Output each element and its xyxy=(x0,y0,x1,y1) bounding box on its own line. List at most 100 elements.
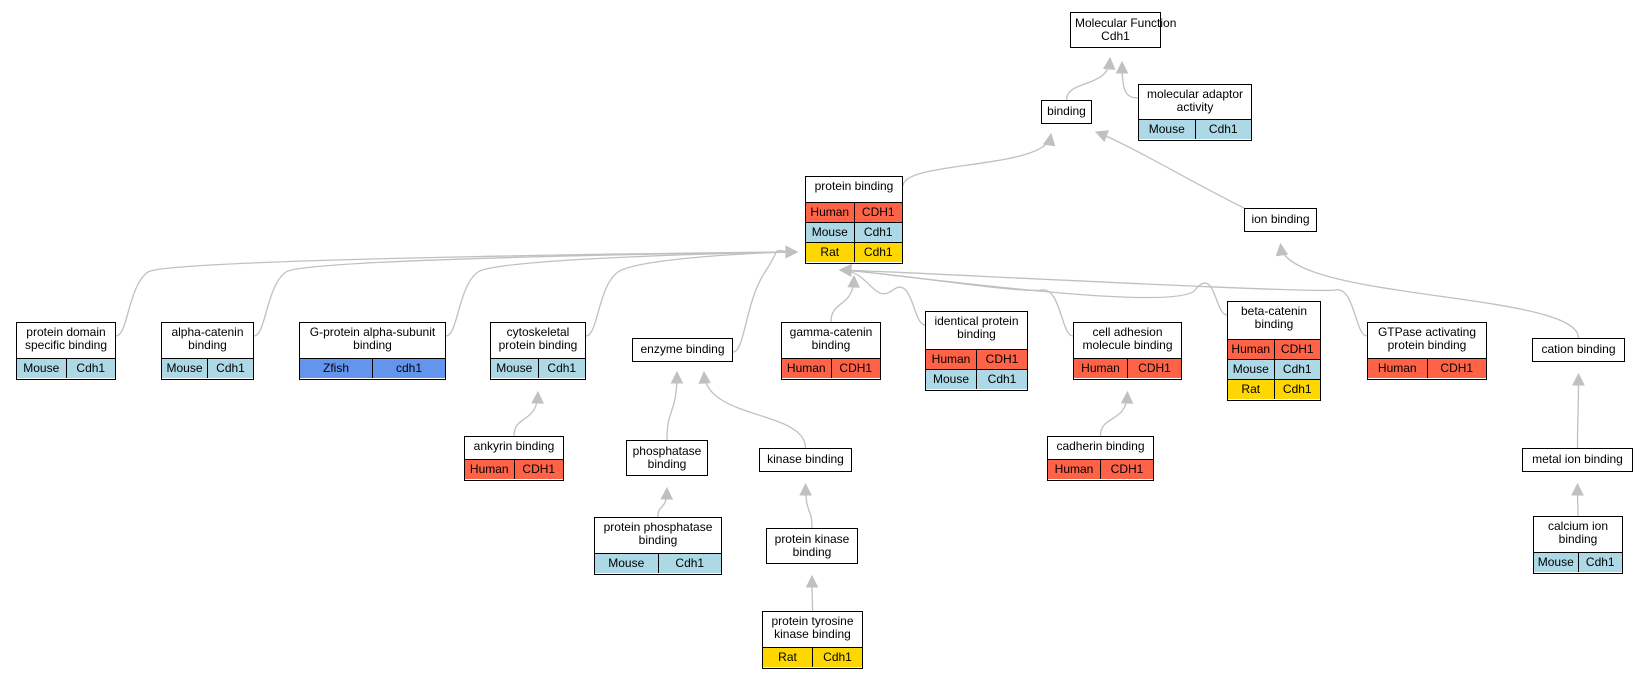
term-title-line: alpha-catenin xyxy=(171,325,244,339)
term-title-line: Molecular Function xyxy=(1075,15,1177,30)
term-title-line: cell adhesion xyxy=(1092,325,1163,339)
edge-gtpase-to-protein-binding xyxy=(839,269,1368,337)
arrowhead xyxy=(698,370,712,384)
gene-cell: cdh1 xyxy=(372,359,445,378)
species-cell: Human xyxy=(1231,342,1271,356)
edge-gprotein-to-protein-binding xyxy=(445,251,798,337)
term-node-metal[interactable]: metal ion binding xyxy=(1522,448,1633,472)
species-cell: Human xyxy=(1054,462,1094,476)
term-title: metal ion binding xyxy=(1523,449,1632,470)
edge-phosphatase-to-enzyme xyxy=(666,371,678,441)
arrowhead xyxy=(1275,242,1289,257)
arrowhead xyxy=(660,486,674,500)
term-node-ion-binding[interactable]: ion binding xyxy=(1244,208,1317,232)
edge-cation-to-ion-binding xyxy=(1279,243,1580,339)
arrowhead xyxy=(1115,60,1129,74)
species-cell: Mouse xyxy=(23,361,60,375)
gene-cell: Cdh1 xyxy=(976,370,1027,389)
arrowhead xyxy=(670,370,684,384)
species-cell: Human xyxy=(1377,361,1417,375)
gene-cell: Cdh1 xyxy=(1194,120,1252,139)
term-node-binding[interactable]: binding xyxy=(1041,100,1092,124)
arrowhead xyxy=(1102,56,1116,70)
arrowhead xyxy=(805,574,819,588)
term-title-line: kinase binding xyxy=(767,452,844,466)
term-title-line: molecule binding xyxy=(1082,338,1173,352)
term-title: binding xyxy=(1042,101,1091,122)
species-gene-row: Human CDH1 xyxy=(1048,459,1153,479)
term-title-line: molecular adaptor xyxy=(1146,87,1244,101)
species-cell: Mouse xyxy=(166,361,203,375)
term-title-line: kinase binding xyxy=(774,627,851,641)
species-cell: Mouse xyxy=(1537,555,1574,569)
term-title-line: binding xyxy=(353,338,392,352)
gene-cell: CDH1 xyxy=(976,350,1027,369)
species-cell: Human xyxy=(810,205,850,219)
term-title-line: protein domain xyxy=(26,325,106,339)
arrowhead xyxy=(531,390,544,404)
term-title-line: Cdh1 xyxy=(1101,28,1130,43)
arrowhead xyxy=(1572,372,1585,386)
term-title: ion binding xyxy=(1245,209,1316,230)
term-title-line: specific binding xyxy=(24,338,108,352)
gene-cell: CDH1 xyxy=(853,203,903,222)
term-node-kinase[interactable]: kinase binding xyxy=(759,448,852,472)
gene-cell: CDH1 xyxy=(1426,359,1487,378)
term-node-enzyme[interactable]: enzyme binding xyxy=(632,338,733,362)
term-title-line: binding xyxy=(647,456,687,471)
term-node-cation[interactable]: cation binding xyxy=(1532,338,1625,362)
term-title-line: binding xyxy=(792,544,832,559)
term-title-line: beta-catenin xyxy=(1240,304,1308,318)
gene-cell: CDH1 xyxy=(1100,460,1153,479)
species-gene-row: Mouse Cdh1 xyxy=(926,369,1027,389)
term-title: protein binding xyxy=(806,177,902,202)
term-title-line: protein tyrosine xyxy=(771,614,854,628)
term-title: cadherin binding xyxy=(1048,437,1153,459)
term-title-line: enzyme binding xyxy=(640,342,725,356)
gene-cell: Cdh1 xyxy=(1273,360,1321,379)
term-title-line: binding xyxy=(1047,104,1086,118)
arrowhead xyxy=(785,245,799,259)
term-title-line: protein binding xyxy=(1387,338,1467,352)
species-cell: Mouse xyxy=(932,372,970,386)
arrowhead xyxy=(799,482,812,496)
